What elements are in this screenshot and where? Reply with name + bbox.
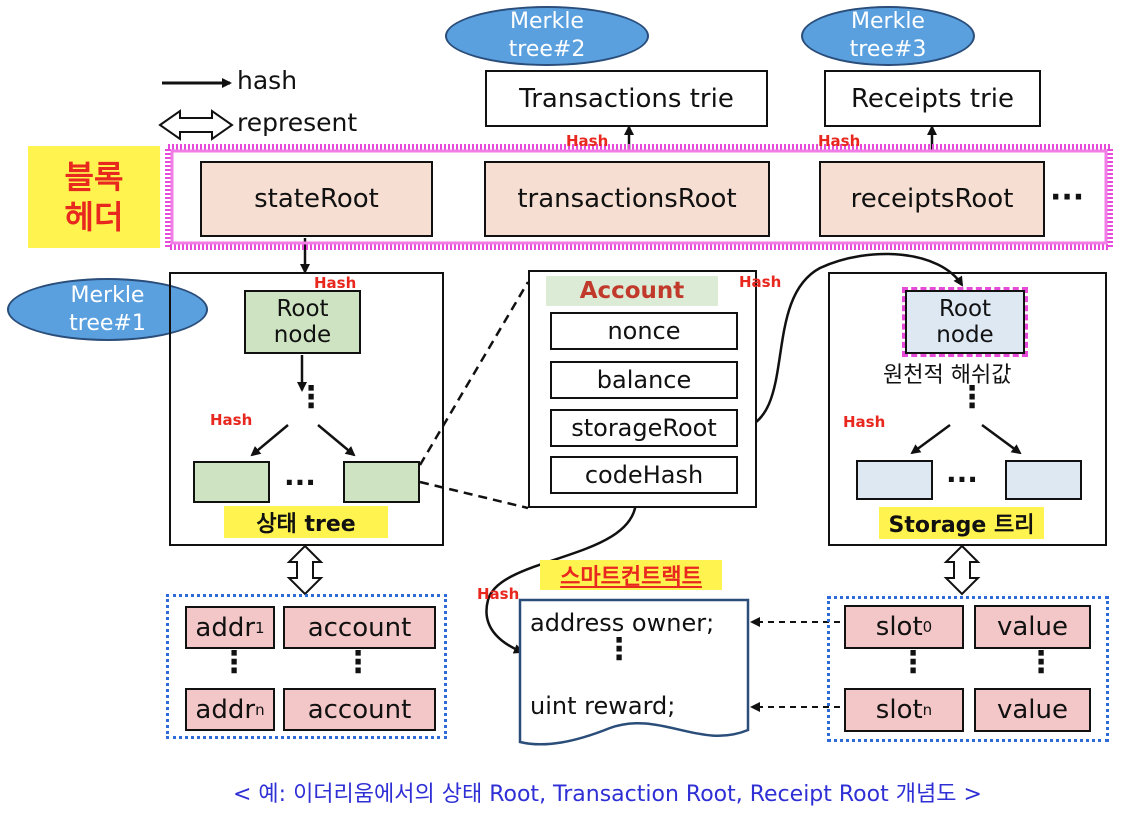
account-field-code-hash: codeHash [550, 456, 738, 494]
storage-leaf-dots: ··· [946, 463, 978, 496]
account-title: Account [546, 276, 718, 306]
storage-table [827, 596, 1109, 742]
receipts-trie-box: Receipts trie [824, 70, 1041, 127]
transactions-root-cell: transactionsRoot [484, 161, 770, 237]
storage-tree-box [828, 272, 1107, 546]
hash-label-transactions: Hash [566, 132, 609, 150]
legend-represent-label: represent [237, 108, 358, 137]
figure-caption: < 예: 이더리움에서의 상태 Root, Transaction Root, … [233, 782, 982, 807]
state-leaf-left [193, 461, 270, 503]
storage-value-n: value [974, 688, 1091, 732]
account-field-balance: balance [550, 361, 738, 399]
header-highlight [165, 144, 1113, 250]
header-more-ellipsis: ··· [1050, 180, 1085, 215]
zoom-line-top [418, 281, 530, 466]
state-tree-box [169, 272, 444, 546]
state-root-cell: stateRoot [200, 161, 433, 237]
legend-represent-arrow [158, 109, 234, 141]
state-vertical-dots: ⋮ [296, 380, 326, 415]
arrow-storage-left [910, 423, 951, 455]
state-account-n: account [283, 688, 436, 731]
storage-vertical-dots: ⋮ [957, 380, 987, 415]
storage-tree-label: Storage 트리 [879, 507, 1044, 539]
state-leaf-right [343, 461, 420, 503]
state-leaf-dots: ··· [284, 466, 316, 499]
smart-contract-title: 스마트컨트랙트 [540, 560, 722, 590]
hash-label-account: Hash [739, 273, 782, 291]
arrow-right-branch [317, 424, 356, 457]
represent-arrow-storage [943, 544, 981, 596]
represent-arrow-state [286, 544, 324, 596]
arrow-storage-right [981, 423, 1022, 455]
storage-value-0: value [974, 605, 1091, 649]
hash-label-state-root: Hash [314, 274, 357, 292]
hash-label-state-branch: Hash [210, 411, 253, 429]
zoom-line-bottom [419, 480, 529, 510]
contract-dots: ⋮ [604, 632, 634, 667]
arrow-code-hash-curve [485, 496, 638, 654]
storage-table-dots-left: ⋮ [898, 645, 928, 680]
hash-label-receipts: Hash [818, 132, 861, 150]
account-field-nonce: nonce [550, 312, 738, 350]
legend-hash-label: hash [237, 66, 298, 95]
contract-line-reward: uint reward; [530, 692, 676, 720]
storage-table-dots-right: ⋮ [1026, 645, 1056, 680]
storage-root-caption: 원천적 해쉬값 [883, 357, 1012, 389]
contract-document-shape [518, 598, 750, 746]
state-tree-label: 상태 tree [224, 506, 388, 538]
state-table [166, 594, 447, 739]
transactions-trie-box: Transactions trie [485, 70, 768, 127]
hash-label-code: Hash [477, 585, 520, 603]
hash-label-storage: Hash [843, 413, 886, 431]
storage-leaf-right [1005, 460, 1082, 500]
storage-leaf-left [856, 460, 933, 500]
receipts-root-cell: receiptsRoot [819, 161, 1045, 237]
account-field-storage-root: storageRoot [550, 409, 738, 447]
state-table-dots-right: ⋮ [343, 645, 373, 680]
state-account-1: account [283, 606, 436, 649]
state-table-dots-left: ⋮ [219, 645, 249, 680]
arrow-storage-root-curve [737, 252, 964, 432]
arrow-left-branch [250, 424, 289, 457]
contract-line-owner: address owner; [530, 609, 715, 637]
